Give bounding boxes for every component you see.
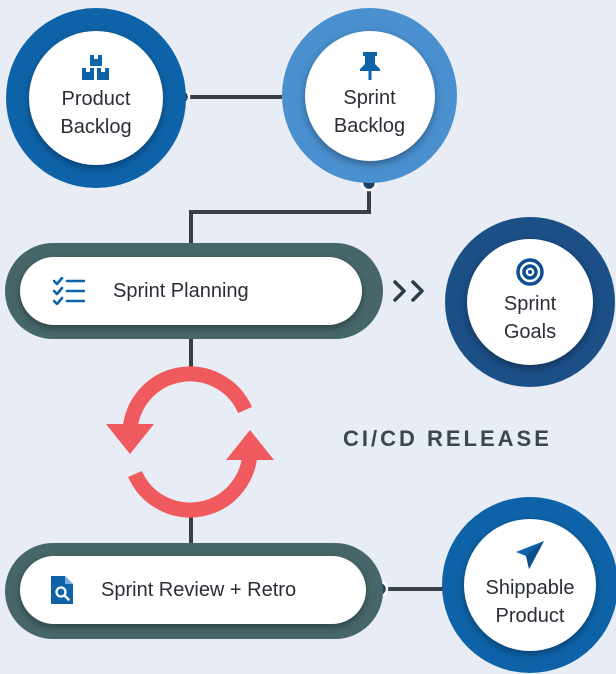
release-label: CI/CD RELEASE: [343, 426, 552, 451]
sprint-planning-label: Sprint Planning: [113, 279, 249, 302]
sprint-backlog-label-1: Sprint: [343, 86, 396, 109]
sprint-review-label: Sprint Review + Retro: [101, 578, 297, 601]
file-search-icon: [51, 576, 73, 604]
shippable-product-label-1: Shippable: [485, 577, 575, 599]
shippable-product-node: Shippable Product: [442, 497, 616, 673]
refresh-cycle-icon: [106, 366, 274, 518]
product-backlog-label-1: Product: [61, 88, 131, 110]
sprint-backlog-label-2: Backlog: [333, 114, 406, 137]
pushpin-icon: [359, 51, 381, 80]
product-backlog-node: Product Backlog: [6, 8, 186, 188]
sprint-backlog-node: Sprint Backlog: [282, 8, 457, 183]
shippable-product-label-2: Product: [495, 605, 565, 627]
sprint-goals-label-1: Sprint: [503, 293, 557, 315]
chevron-right-double-icon: [391, 279, 431, 308]
sprint-review-pill: Sprint Review + Retro: [20, 556, 366, 624]
sprint-goals-label-2: Goals: [503, 321, 557, 343]
checklist-icon: [53, 277, 85, 305]
target-icon: [516, 258, 544, 286]
paper-plane-icon: [515, 540, 545, 570]
boxes-icon: [82, 55, 110, 81]
sprint-goals-node: Sprint Goals: [445, 217, 615, 387]
sprint-planning-pill: Sprint Planning: [20, 257, 362, 325]
connector-to-planning: [189, 183, 371, 243]
product-backlog-label-2: Backlog: [60, 116, 132, 138]
